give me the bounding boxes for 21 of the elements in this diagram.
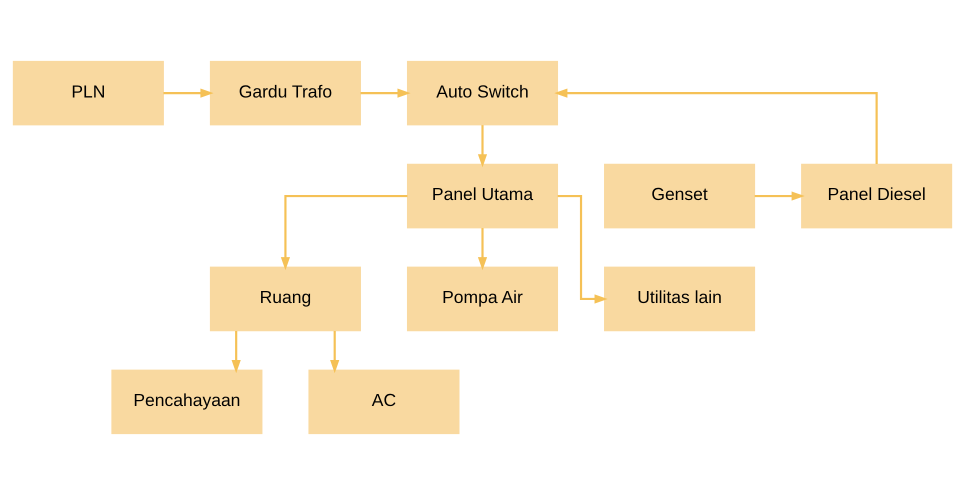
arrow [557,194,608,304]
node-box: PLN [12,60,164,125]
arrow [754,190,804,200]
node-box: Genset [604,163,755,228]
arrow [360,88,410,98]
node-box: Gardu Trafo [209,60,360,125]
arrow [280,194,407,270]
node-box: Auto Switch [406,60,558,125]
arrow [330,330,339,373]
node-box: AC [308,369,459,434]
arrow [231,330,240,373]
arrow [162,88,214,98]
node-box: Panel Utama [406,163,558,228]
node-box: Pencahayaan [110,369,262,434]
arrow [477,228,487,270]
arrow [477,124,487,167]
node-box: Utilitas lain [604,266,755,331]
node-box: Ruang [209,266,360,331]
node-box: Pompa Air [406,266,558,331]
arrow [554,88,878,164]
node-box: Panel Diesel [800,163,952,228]
